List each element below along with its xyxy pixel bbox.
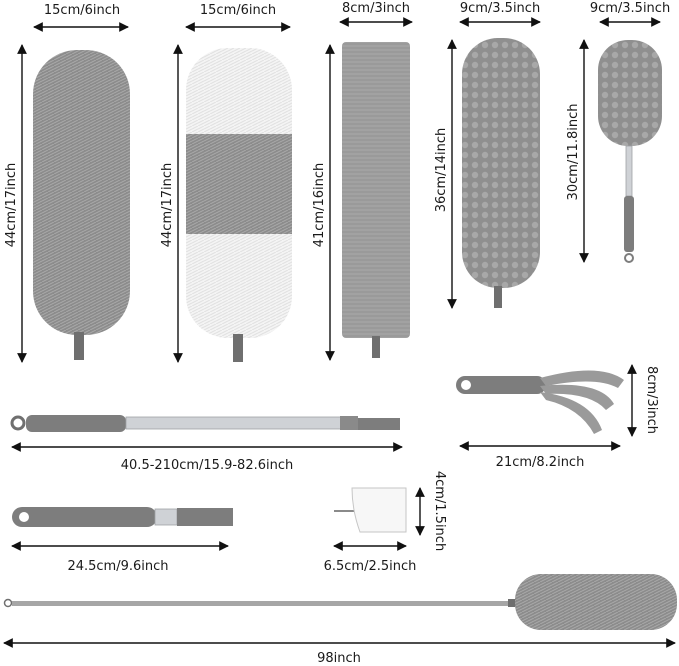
scraper-height-label: 4cm/1.5inch: [432, 471, 447, 551]
gray-microfiber-duster: 15cm/6inch 44cm/17inch: [4, 3, 130, 363]
small-telescopic-duster: 9cm/3.5inch 30cm/11.8inch: [566, 1, 670, 263]
mop-width-label: 8cm/3inch: [342, 1, 410, 16]
scraper-attachment: 4cm/1.5inch 6.5cm/2.5inch: [324, 471, 447, 574]
chenille-duster: 9cm/3.5inch 36cm/14inch: [434, 1, 541, 309]
chenille-width-label: 9cm/3.5inch: [460, 1, 540, 16]
blinds-height-label: 8cm/3inch: [644, 366, 659, 434]
blinds-cleaner-tool: 8cm/3inch 21cm/8.2inch: [456, 364, 659, 470]
mop-height-label: 41cm/16inch: [312, 163, 327, 248]
blinds-width-label: 21cm/8.2inch: [496, 455, 585, 470]
small-width-label: 9cm/3.5inch: [590, 1, 670, 16]
duster2-width-label: 15cm/6inch: [200, 3, 276, 18]
handle-length-label: 24.5cm/9.6inch: [67, 559, 168, 574]
pole-length-label: 40.5-210cm/15.9-82.6inch: [121, 458, 293, 473]
flat-microfiber-mop: 8cm/3inch 41cm/16inch: [312, 1, 413, 361]
duster2-height-label: 44cm/17inch: [160, 163, 175, 248]
short-handle: 24.5cm/9.6inch: [11, 507, 233, 574]
chenille-height-label: 36cm/14inch: [434, 128, 449, 213]
duster1-height-label: 44cm/17inch: [4, 163, 19, 248]
small-height-label: 30cm/11.8inch: [566, 104, 581, 201]
extension-pole: 40.5-210cm/15.9-82.6inch: [10, 415, 403, 473]
fully-extended-duster: 98inch: [3, 574, 677, 666]
scraper-width-label: 6.5cm/2.5inch: [324, 559, 417, 574]
duster1-width-label: 15cm/6inch: [44, 3, 120, 18]
full-length-label: 98inch: [317, 651, 361, 666]
white-gray-duster: 15cm/6inch 44cm/17inch: [160, 3, 292, 363]
